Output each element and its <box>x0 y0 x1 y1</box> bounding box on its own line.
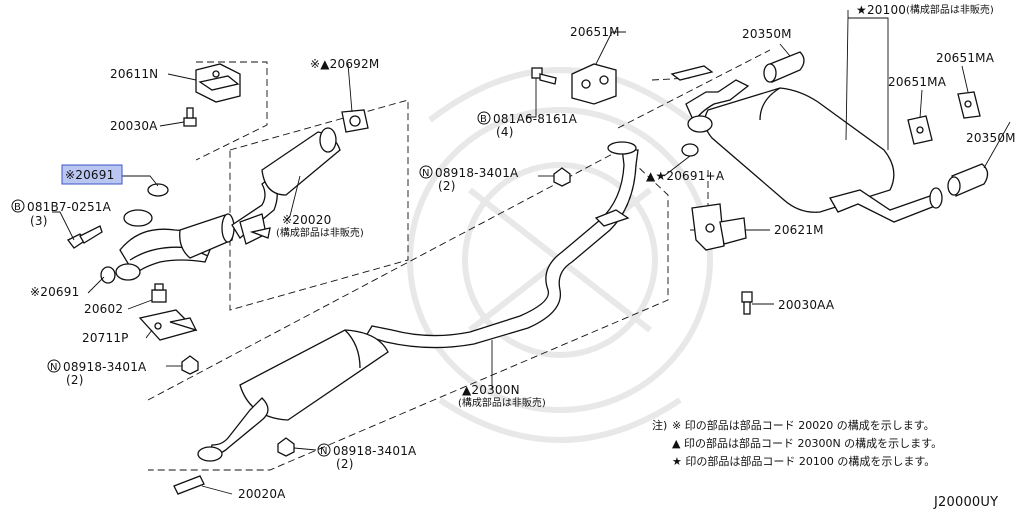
label-highlight-box <box>61 164 123 185</box>
label-20020[interactable]: ※20020 <box>282 213 331 227</box>
tip-20350M-right[interactable] <box>947 163 989 197</box>
label-20691[interactable]: ※20691 <box>30 285 79 299</box>
label-20300N[interactable]: ▲20300N <box>462 383 520 397</box>
label-20651MA-a[interactable]: 20651MA <box>888 75 947 89</box>
callout-labels: 20611N 20030A ※▲20692M ※20691 B 081B7-02… <box>11 3 1016 501</box>
label-20030A[interactable]: 20030A <box>110 119 158 133</box>
notes-line-1: ※ 印の部品は部品コード 20020 の構成を示します。 <box>672 418 935 432</box>
label-20300N-sub: (構成部品は非販売) <box>458 396 546 409</box>
rubber-hanger-20651MA-b[interactable] <box>957 91 981 119</box>
gasket-20691+A[interactable] <box>681 143 699 157</box>
label-081B7-0251A[interactable]: 081B7-0251A <box>27 200 112 214</box>
nut-08918-3401A-c[interactable] <box>277 437 295 457</box>
nut-prefix-icon-c: N <box>320 446 327 457</box>
bolt-prefix-icon: B <box>14 202 21 213</box>
nut-prefix-icon-a: N <box>50 362 57 373</box>
label-20350M-right[interactable]: 20350M <box>966 131 1016 145</box>
bolt-081B7-0251A[interactable] <box>67 225 103 249</box>
label-081B7-qty: (3) <box>30 214 48 228</box>
rubber-hanger-20651MA-a[interactable] <box>907 115 933 145</box>
leader-lines <box>52 10 1011 495</box>
notes-line-2: ▲ 印の部品は部品コード 20300N の構成を示します。 <box>672 436 942 450</box>
label-081A6-qty: (4) <box>496 125 514 139</box>
mount-bracket-20621M[interactable] <box>691 203 747 251</box>
label-081A6-8161A[interactable]: 081A6-8161A <box>493 112 578 126</box>
label-20030AA[interactable]: 20030AA <box>778 298 835 312</box>
exhaust-manifold-front-pipe[interactable] <box>115 127 341 281</box>
label-20692M[interactable]: ※▲20692M <box>310 57 379 71</box>
label-08918-3401A-a[interactable]: 08918-3401A <box>63 360 147 374</box>
gasket-20691-upper[interactable] <box>147 183 169 197</box>
bolt-081A6-8161A[interactable] <box>531 67 557 85</box>
gasket-20691-lower[interactable] <box>100 266 116 284</box>
tip-20350M-top[interactable] <box>763 51 805 83</box>
label-20621M[interactable]: 20621M <box>774 223 824 237</box>
bolt-20030A[interactable] <box>183 107 197 127</box>
label-08918-a-qty: (2) <box>66 373 84 387</box>
flange-ring[interactable] <box>687 115 713 133</box>
bolt-prefix-icon-b: B <box>480 114 487 125</box>
label-20602[interactable]: 20602 <box>84 302 123 316</box>
label-08918-3401A-b[interactable]: 08918-3401A <box>435 166 519 180</box>
diagram-id: J20000UY <box>933 495 998 510</box>
label-20651M[interactable]: 20651M <box>570 25 620 39</box>
label-20691+A[interactable]: ▲★20691+A <box>646 169 725 183</box>
nut-prefix-icon-b: N <box>422 168 429 179</box>
label-08918-c-qty: (2) <box>336 457 354 471</box>
label-20100[interactable]: ★20100 <box>856 3 906 17</box>
label-20691-highlighted[interactable]: ※20691 <box>65 168 114 182</box>
label-20350M-top[interactable]: 20350M <box>742 27 792 41</box>
nut-20602[interactable] <box>151 283 167 303</box>
legend-notes: 注) ※ 印の部品は部品コード 20020 の構成を示します。 ▲ 印の部品は部… <box>652 418 942 468</box>
label-20020A[interactable]: 20020A <box>238 487 286 501</box>
bolt-20020A[interactable] <box>173 475 205 495</box>
label-20611N[interactable]: 20611N <box>110 67 158 81</box>
nut-08918-3401A-b[interactable] <box>553 167 571 187</box>
label-08918-3401A-c[interactable]: 08918-3401A <box>333 444 417 458</box>
nut-08918-3401A-a[interactable] <box>181 355 199 375</box>
label-08918-b-qty: (2) <box>438 179 456 193</box>
bracket-20711P[interactable] <box>138 309 198 341</box>
label-20651MA-b[interactable]: 20651MA <box>936 51 995 65</box>
label-20100-sub: (構成部品は非販売) <box>906 3 994 16</box>
gasket-20692M[interactable] <box>341 109 369 133</box>
hanger-bracket-20611N[interactable] <box>195 63 241 103</box>
bolt-20030AA[interactable] <box>741 291 753 315</box>
label-20711P[interactable]: 20711P <box>82 331 129 345</box>
center-pipe-muffler-20300N[interactable] <box>197 141 639 462</box>
notes-lead: 注) <box>652 418 667 432</box>
rubber-hanger-20651M[interactable] <box>571 63 617 105</box>
notes-line-3: ★ 印の部品は部品コード 20100 の構成を示します。 <box>672 454 935 468</box>
label-20020-sub: (構成部品は非販売) <box>276 226 364 239</box>
rear-muffler-20100[interactable] <box>670 65 943 223</box>
watermark-emblem <box>407 67 713 443</box>
